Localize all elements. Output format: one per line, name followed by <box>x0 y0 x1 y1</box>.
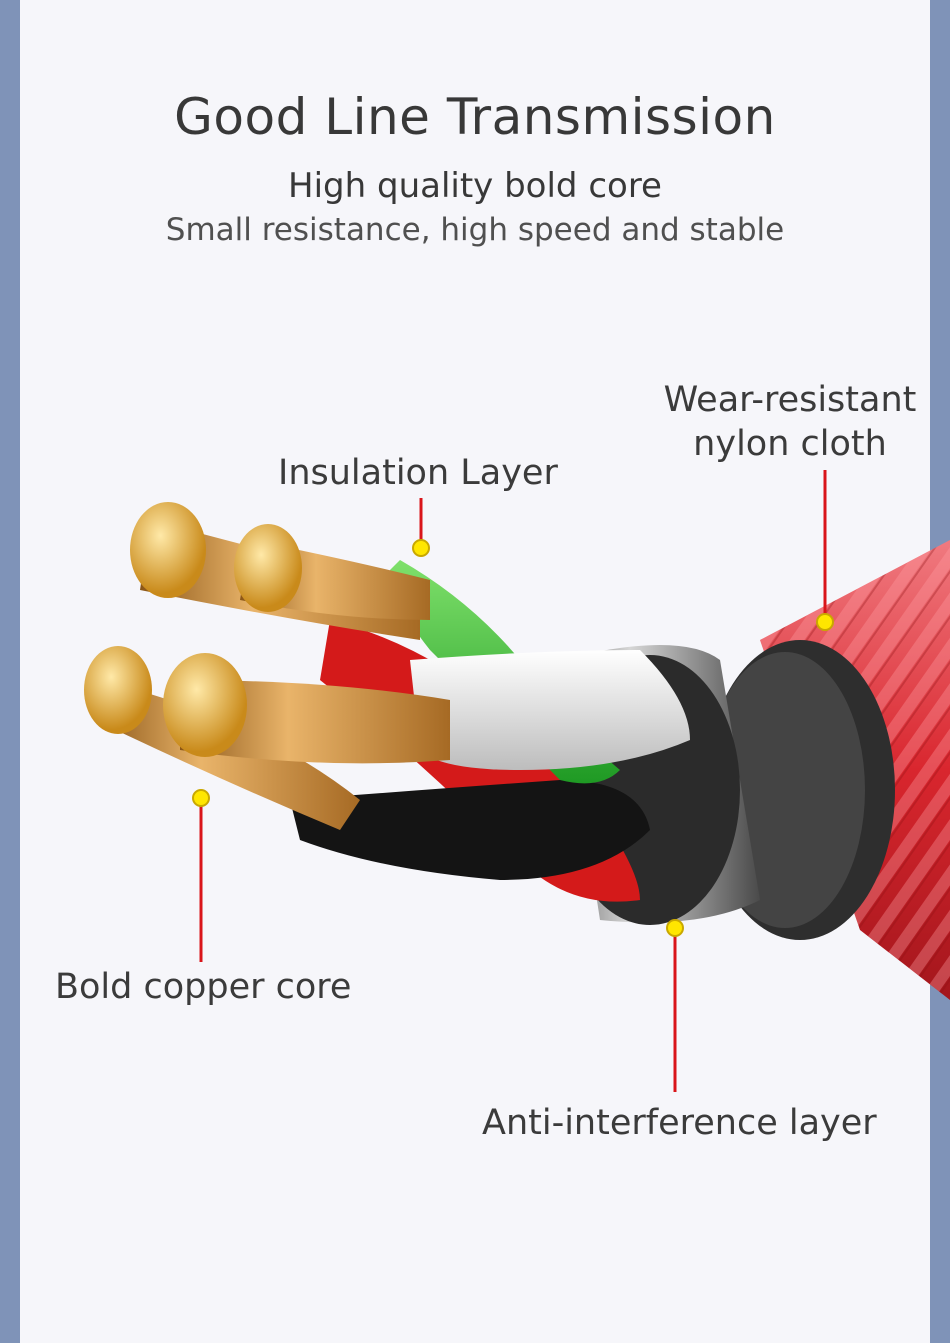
insulation-layer-label: Insulation Layer <box>278 453 558 493</box>
nylon-marker <box>816 613 834 631</box>
anti-marker <box>666 919 684 937</box>
nylon-cloth-label: Wear-resistant nylon cloth <box>655 378 925 466</box>
nylon-cloth-label-line2: nylon cloth <box>693 424 887 464</box>
insulation-marker <box>412 539 430 557</box>
copper-marker <box>192 789 210 807</box>
page-subtitle: High quality bold core <box>288 166 662 206</box>
page-tagline: Small resistance, high speed and stable <box>165 212 785 248</box>
anti-interference-label: Anti-interference layer <box>482 1103 877 1143</box>
copper-core-label: Bold copper core <box>55 967 352 1007</box>
nylon-cloth-label-line1: Wear-resistant <box>663 380 917 420</box>
leader-lines <box>199 470 827 1092</box>
page-title: Good Line Transmission <box>174 88 776 146</box>
callout-markers <box>192 539 834 937</box>
copper-strands <box>84 502 450 830</box>
inner-wires <box>290 560 690 902</box>
